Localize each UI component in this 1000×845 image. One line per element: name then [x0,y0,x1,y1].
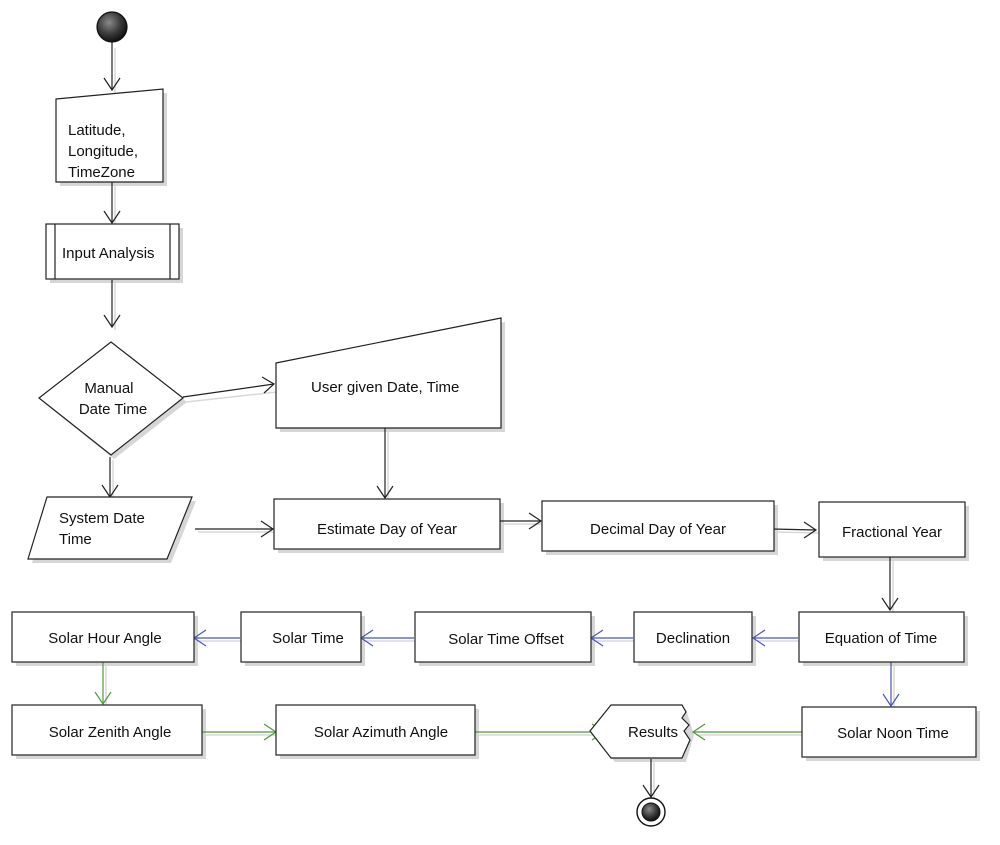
solar-zenith-angle-node: Solar Zenith Angle [11,704,203,756]
manual-date-time-label: Manual Date Time [79,380,147,418]
solar-noon-time-node: Solar Noon Time [801,706,977,758]
connector-start-to-input [103,42,121,92]
fractional-year-label: Fractional Year [842,524,942,541]
connector-declination-to-offset [589,629,633,647]
connector-manual-to-user-given [182,376,276,398]
connector-system-to-estimate [195,520,275,538]
connector-results-to-end [642,759,660,799]
estimate-day-node: Estimate Day of Year [273,498,501,550]
connector-decimal-to-fractional [771,521,818,539]
solar-time-node: Solar Time [240,611,362,663]
connector-equation-to-declination [751,629,798,647]
connector-estimate-to-decimal [500,512,543,530]
solar-azimuth-angle-node: Solar Azimuth Angle [275,704,476,756]
connector-analysis-to-manual [103,280,121,329]
end-node [636,797,666,827]
connector-user-given-to-estimate [376,428,394,500]
manual-date-time-decision: Manual Date Time [38,341,184,456]
estimate-day-label: Estimate Day of Year [317,521,457,538]
connector-fractional-to-equation [881,557,899,612]
connector-offset-to-solar-time [359,629,414,647]
input-node: Latitude, Longitude, TimeZone [55,88,164,183]
solar-time-offset-label: Solar Time Offset [448,631,564,648]
input-analysis-label: Input Analysis [62,245,155,262]
solar-noon-time-label: Solar Noon Time [837,725,949,742]
decimal-day-node: Decimal Day of Year [541,500,775,552]
connector-input-to-analysis [103,182,121,225]
solar-hour-angle-node: Solar Hour Angle [11,611,195,663]
connector-ghost-traces [105,48,895,800]
solar-time-label: Solar Time [272,630,344,647]
results-node: Results [589,704,691,759]
connector-azimuth-to-results [475,723,606,741]
declination-label: Declination [656,630,730,647]
solar-time-offset-node: Solar Time Offset [414,611,592,663]
results-label: Results [628,724,678,741]
system-date-time-label: System Date Time [59,510,149,548]
input-analysis-node: Input Analysis [45,223,180,280]
start-node [96,11,128,43]
connector-noon-to-results [691,723,803,741]
solar-zenith-angle-label: Solar Zenith Angle [49,724,172,741]
user-given-node: User given Date, Time [275,317,502,429]
connector-equation-to-noon [882,662,900,708]
connector-manual-to-system [101,457,119,499]
connectors [94,42,900,799]
solar-hour-angle-label: Solar Hour Angle [48,630,161,647]
connector-hour-angle-to-zenith [94,662,112,706]
decimal-day-label: Decimal Day of Year [590,521,726,538]
solar-azimuth-angle-label: Solar Azimuth Angle [314,724,448,741]
equation-of-time-label: Equation of Time [825,630,938,647]
user-given-label: User given Date, Time [311,379,459,396]
connector-zenith-to-azimuth [202,723,278,741]
connector-solar-time-to-hour-angle [192,629,240,647]
input-label: Latitude, Longitude, TimeZone [68,122,142,181]
equation-of-time-node: Equation of Time [798,611,965,663]
declination-node: Declination [633,611,753,663]
system-date-time-node: System Date Time [27,496,193,560]
fractional-year-node: Fractional Year [818,501,966,558]
